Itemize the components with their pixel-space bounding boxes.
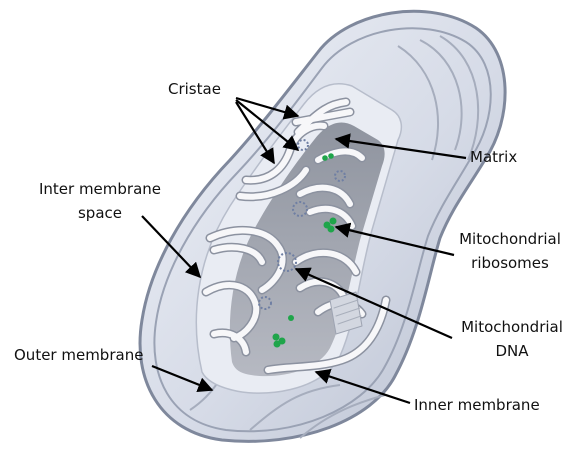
matrix-label: Matrix	[470, 148, 517, 167]
mitochondrial-dna-label-line1: Mitochondrial	[450, 318, 574, 337]
outer-membrane-label: Outer membrane	[14, 346, 143, 365]
mitochondrial-ribosomes-label-line1: Mitochondrial	[448, 230, 572, 249]
intermembrane-space-label-line2: space	[25, 204, 175, 223]
inner-membrane-label: Inner membrane	[414, 396, 540, 415]
cristae-label: Cristae	[168, 80, 221, 99]
intermembrane-space-label-line1: Inter membrane	[25, 180, 175, 199]
mitochondrial-ribosomes-label-line2: ribosomes	[448, 254, 572, 273]
mitochondrial-dna-label-line2: DNA	[450, 342, 574, 361]
